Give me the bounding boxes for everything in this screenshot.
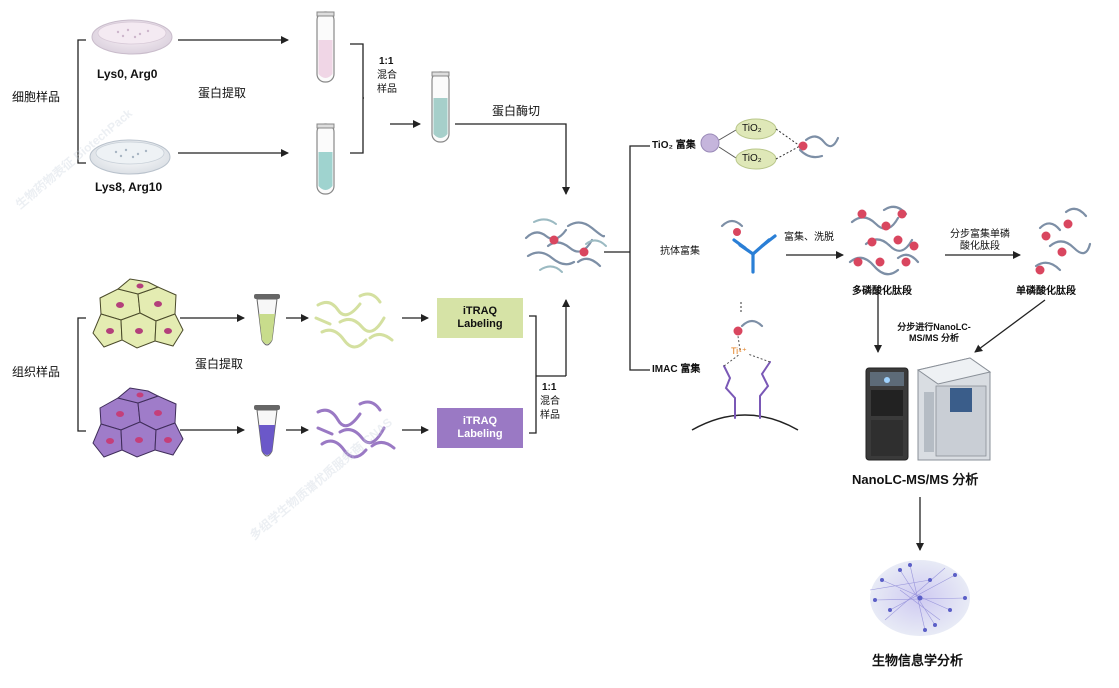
- step-ms-label: 分步进行NanoLC-MS/MS 分析: [884, 322, 984, 344]
- light-label: Lys0, Arg0: [97, 67, 158, 81]
- digest-label: 蛋白酶切: [492, 104, 541, 118]
- enrichment-branch-lines: [604, 145, 650, 371]
- tissue-cells-purple: [92, 387, 184, 458]
- peptides-purple: [316, 400, 396, 459]
- petri-dish-heavy: [89, 139, 171, 175]
- tissue-cells-green: [92, 278, 184, 349]
- cell-mix-line1: 混合: [377, 70, 397, 81]
- arrow-digest: [455, 123, 570, 195]
- mass-spectrometer: [916, 357, 992, 461]
- tissue-mix-line1: 混合: [540, 396, 560, 407]
- step-ms-line1: 分步进行NanoLC-: [897, 322, 971, 332]
- tissue-mix-bracket: [529, 315, 566, 434]
- tio2-bead-top-label: TiO₂: [742, 123, 762, 134]
- cell-mix-bracket: [350, 43, 364, 154]
- cell-mix-line2: 样品: [377, 84, 397, 95]
- antibody-graphic: [720, 219, 777, 274]
- step-enrich-label: 分步富集单磷酸化肽段: [938, 229, 1022, 253]
- multi-phospho-label: 多磷酸化肽段: [852, 286, 912, 297]
- arrow-mono-to-ms: [974, 299, 1046, 353]
- enrich-wash-label: 富集、洗脱: [784, 232, 834, 243]
- imac-enrich-label: IMAC 富集: [652, 364, 701, 375]
- itraq-green-line1: iTRAQ: [462, 305, 498, 317]
- mono-phospho-peptides: [1034, 207, 1092, 272]
- bioinformatics-network: [869, 560, 970, 636]
- eppendorf-tube-purple: [254, 405, 280, 457]
- cell-extract-label: 蛋白提取: [198, 86, 247, 100]
- tissue-sample-label: 组织样品: [12, 365, 61, 379]
- bioinfo-label: 生物信息学分析: [872, 653, 964, 668]
- tissue-extract-label: 蛋白提取: [195, 357, 244, 371]
- digested-phospho-dots: [549, 235, 589, 257]
- nanolc-label: NanoLC-MS/MS 分析: [852, 472, 979, 487]
- peptides-green: [314, 292, 394, 349]
- itraq-purple-line2: Labeling: [457, 428, 503, 440]
- tio2-enrich-label: TiO₂ 富集: [652, 140, 696, 151]
- mono-phospho-label: 单磷酸化肽段: [1016, 286, 1076, 297]
- test-tube-mixed: [431, 71, 450, 143]
- petri-dish-light: [91, 19, 173, 55]
- itraq-green-line2: Labeling: [457, 318, 503, 330]
- tissue-cells-purple-nuclei: [106, 392, 172, 444]
- tissue-cells-green-nuclei: [106, 283, 172, 334]
- step-ms-line2: MS/MS 分析: [908, 333, 959, 343]
- heavy-label: Lys8, Arg10: [95, 180, 163, 194]
- cell-mix-ratio: 1:1: [379, 56, 394, 67]
- tio2-bead-bottom-label: TiO₂: [742, 153, 762, 164]
- ti-ion-label: Ti⁴⁺: [731, 346, 747, 356]
- multi-phospho-dots: [853, 209, 919, 267]
- tissue-sample-bracket: [77, 317, 86, 432]
- tissue-mix-ratio: 1:1: [542, 382, 557, 393]
- antibody-enrich-label: 抗体富集: [660, 246, 700, 257]
- tio2-enrichment-graphic: [700, 118, 840, 170]
- digested-peptides-cluster: [524, 218, 607, 273]
- test-tube-heavy: [316, 123, 335, 195]
- step-enrich-line2: 酸化肽段: [960, 241, 1000, 252]
- itraq-purple-line1: iTRAQ: [462, 415, 498, 427]
- cell-sample-label: 细胞样品: [12, 90, 61, 104]
- nanolc-instrument: [865, 367, 909, 461]
- cell-sample-bracket: [77, 39, 86, 164]
- test-tube-light: [316, 11, 335, 83]
- mono-phospho-dots: [1035, 219, 1073, 275]
- tissue-mix-line2: 样品: [540, 410, 560, 421]
- step-enrich-line1: 分步富集单磷: [950, 229, 1010, 240]
- imac-graphic: [691, 302, 799, 431]
- eppendorf-tube-green: [254, 294, 280, 346]
